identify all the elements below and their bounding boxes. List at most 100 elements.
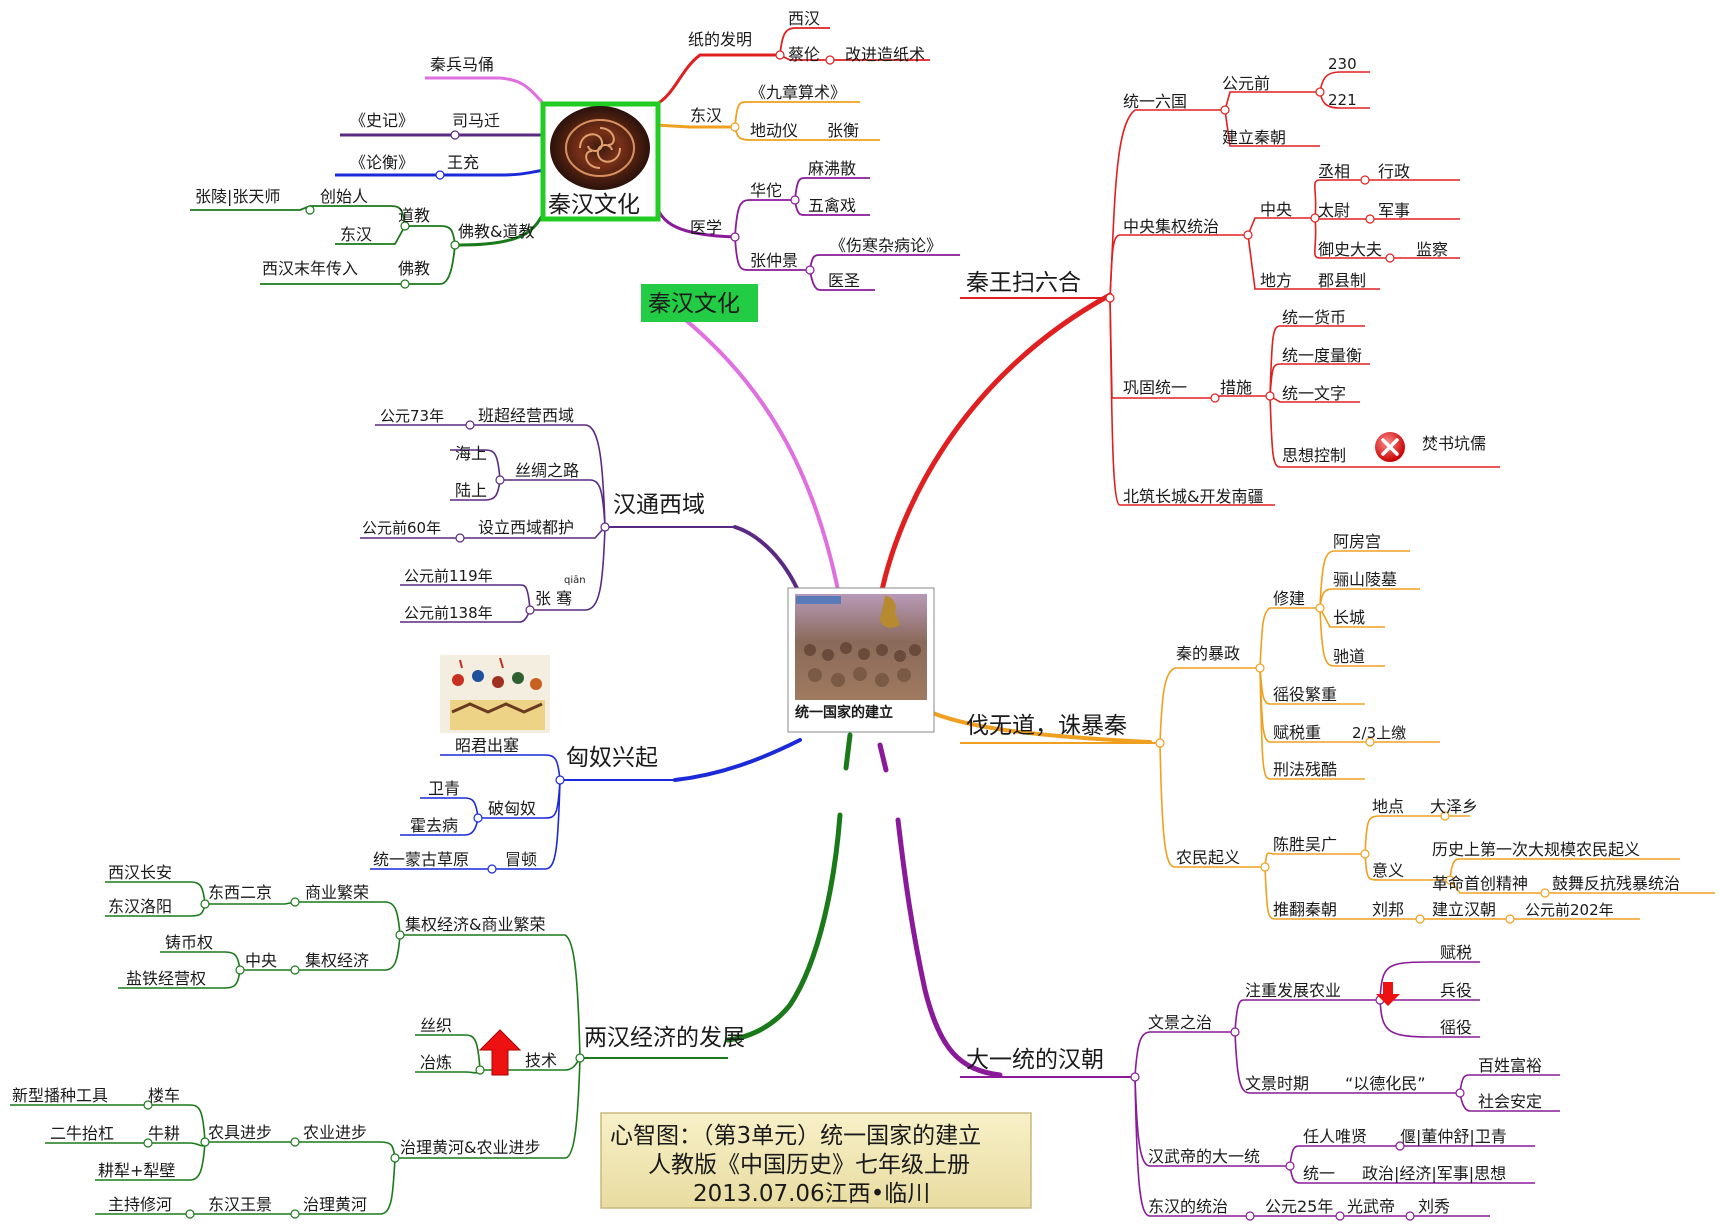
label-wuqinxi: 五禽戏 [808, 196, 856, 215]
label-zhaojun: 昭君出塞 [455, 736, 519, 755]
label-people: 偃|董仲舒|卫青 [1400, 1127, 1507, 1146]
xiongnu-labels: 匈奴兴起 昭君出塞 破匈奴 卫青 霍去病 冒顿 统一蒙古草原 [373, 736, 658, 869]
label-junxian: 郡县制 [1318, 271, 1366, 290]
label-gengli: 耕犁+犁壁 [98, 1161, 175, 1180]
main-branch-underlines [560, 297, 1160, 1078]
label-shangye: 商业繁荣 [305, 883, 369, 902]
label-nongju: 农具进步 [208, 1123, 272, 1142]
label-chidao: 驰道 [1333, 647, 1365, 666]
label-agri: 注重发展农业 [1245, 981, 1341, 1000]
caption-line3: 2013.07.06江西•临川 [693, 1181, 930, 1207]
label-wudi: 汉武帝的大一统 [1148, 1147, 1260, 1166]
fall-nodes [1155, 603, 1550, 924]
label-dehua: “以德化民” [1345, 1074, 1426, 1093]
label-cuoshi: 措施 [1220, 378, 1252, 397]
label-jiquan: 集权经济 [305, 951, 369, 970]
label-fojiao: 佛教 [398, 259, 430, 278]
label-religion: 佛教&道教 [458, 222, 534, 241]
culture-image: 秦汉文化 [540, 101, 661, 222]
label-bingyi: 兵役 [1440, 981, 1472, 1000]
label-year138: 公元前138年 [404, 604, 493, 622]
label-daojiao: 道教 [398, 206, 430, 225]
fall-labels: 伐无道，诛暴秦 秦的暴政 修建 阿房宫 骊山陵墓 长城 驰道 徭役繁重 赋税重 … [966, 532, 1680, 919]
culture-label-box [641, 284, 758, 322]
branch-label-culture: 秦汉文化 [648, 291, 740, 317]
label-xiujian: 修建 [1273, 589, 1305, 608]
label-banchao: 班超经营西域 [478, 406, 574, 425]
label-thought: 思想控制 [1282, 446, 1346, 465]
label-huoqubing: 霍去病 [410, 816, 458, 835]
label-zhubi: 铸币权 [165, 933, 213, 952]
down-arrow-icon [1376, 982, 1400, 1006]
label-measure: 统一度量衡 [1282, 346, 1362, 365]
culture-image-caption: 秦汉文化 [548, 192, 640, 218]
label-donghan-cult: 东汉 [690, 106, 722, 125]
label-wall: 北筑长城&开发南疆 [1123, 487, 1263, 506]
econ-labels: 两汉经济的发展 集权经济&商业繁荣 商业繁荣 东西二京 西汉长安 东汉洛阳 集权… [12, 863, 745, 1214]
label-yaoyi: 徭役繁重 [1273, 685, 1337, 704]
label-yaoyi-han: 徭役 [1440, 1018, 1472, 1037]
label-chuangshiren: 创始人 [320, 187, 368, 206]
label-spirit: 革命首创精神 [1432, 874, 1528, 893]
label-shanghan: 《伤寒杂病论》 [830, 236, 942, 255]
econ-nodes [143, 897, 585, 1219]
west-nodes [455, 420, 610, 615]
label-silkroad: 丝绸之路 [515, 461, 579, 480]
label-louche: 楼车 [148, 1086, 180, 1105]
label-wangchong: 王充 [447, 153, 479, 172]
label-fields: 政治|经济|军事|思想 [1362, 1164, 1506, 1183]
label-cailun: 蔡伦 [788, 45, 820, 64]
label-jianhan: 建立汉朝 [1432, 900, 1496, 919]
han-labels: 大一统的汉朝 文景之治 注重发展农业 赋税 兵役 徭役 文景时期 “以德化民” … [966, 943, 1542, 1216]
label-duhu: 设立西域都护 [478, 518, 574, 537]
main-branch-lines [658, 292, 1152, 1078]
label-taiwei: 太尉 [1318, 201, 1350, 220]
label-mongolia: 统一蒙古草原 [373, 850, 469, 869]
label-221: 221 [1328, 91, 1357, 109]
label-year60: 公元前60年 [362, 519, 441, 537]
label-wangjing: 东汉王景 [208, 1195, 272, 1214]
label-anding: 社会安定 [1478, 1092, 1542, 1111]
label-yisheng: 医圣 [828, 271, 860, 290]
label-lushang: 陆上 [455, 481, 487, 500]
label-huatuo: 华佗 [750, 181, 782, 200]
zhaojun-painting [440, 655, 550, 733]
west-subtree [360, 424, 606, 623]
label-zhuchi: 主持修河 [108, 1195, 172, 1214]
label-yelian: 冶炼 [420, 1053, 452, 1072]
label-didian: 地点 [1372, 797, 1404, 816]
label-luoyang: 东汉洛阳 [108, 897, 172, 916]
label-tongyi-han: 统一 [1303, 1164, 1335, 1183]
label-modu: 冒顿 [505, 850, 537, 869]
label-zhili: 治理黄河 [303, 1195, 367, 1214]
label-difang: 地方 [1260, 271, 1292, 290]
branch-label-west: 汉通西域 [613, 492, 705, 518]
up-arrow-icon [478, 1029, 522, 1076]
label-fenshu: 焚书坑儒 [1422, 434, 1486, 453]
culture-labels: 纸的发明 西汉 蔡伦 改进造纸术 东汉 《九章算术》 地动仪 张衡 医学 华佗 … [195, 9, 942, 290]
label-era: 文景时期 [1245, 1074, 1309, 1093]
label-year202: 公元前202年 [1525, 901, 1614, 919]
label-yiyi: 意义 [1372, 861, 1404, 880]
label-central: 中央集权统治 [1123, 217, 1219, 236]
west-labels: 汉通西域 公元73年 班超经营西域 丝绸之路 海上 陆上 公元前60年 设立西域… [362, 406, 705, 622]
label-qian-pinyin: qiān [564, 575, 586, 586]
label-donghan-rule: 东汉的统治 [1148, 1197, 1228, 1216]
label-ergang: 二牛抬杠 [50, 1124, 114, 1143]
label-gongyuanqian: 公元前 [1222, 74, 1270, 93]
label-fushui: 赋税重 [1273, 723, 1321, 742]
label-po: 破匈奴 [488, 799, 536, 818]
label-liuxiu: 刘秀 [1418, 1197, 1450, 1216]
branch-label-qin: 秦王扫六合 [966, 270, 1081, 296]
label-wenjing: 文景之治 [1148, 1013, 1212, 1032]
label-tuifan: 推翻秦朝 [1273, 900, 1337, 919]
han-nodes [1130, 995, 1465, 1221]
label-year119: 公元前119年 [404, 567, 493, 585]
label-guangwu: 光武帝 [1347, 1197, 1395, 1216]
label-consolidate: 巩固统一 [1123, 378, 1187, 397]
label-unify: 统一六国 [1123, 92, 1187, 111]
label-jianli-qin: 建立秦朝 [1222, 128, 1286, 147]
label-dongxi: 东西二京 [208, 883, 272, 902]
center-title: 统一国家的建立 [795, 704, 893, 721]
label-didongyi: 地动仪 [750, 121, 798, 140]
